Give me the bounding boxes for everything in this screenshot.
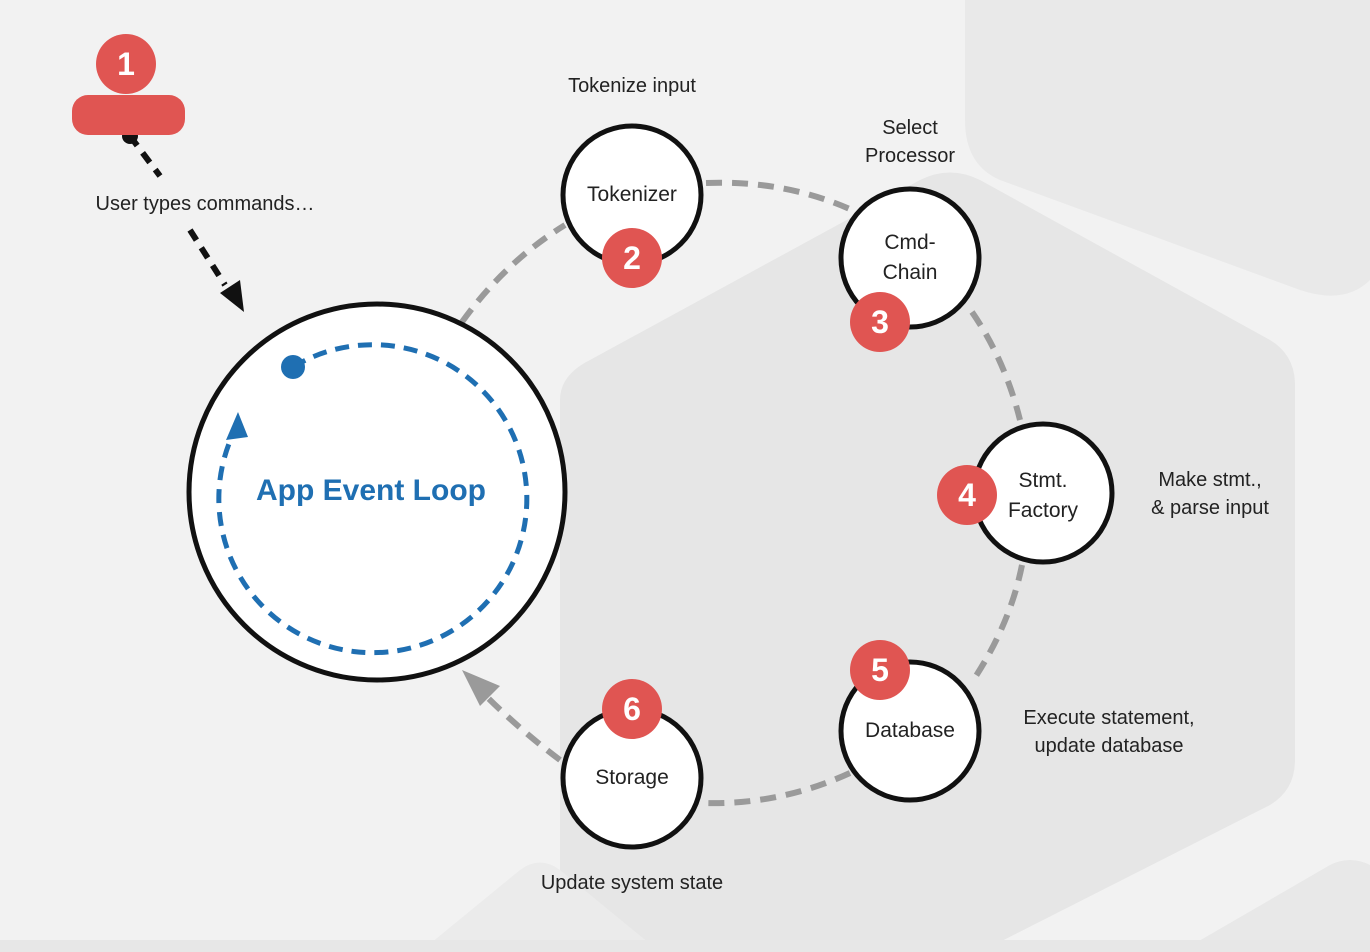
event-loop-arrowhead xyxy=(226,412,248,440)
event-loop-title: App Event Loop xyxy=(256,474,486,507)
tokenizer-caption-line: Tokenize input xyxy=(568,75,696,97)
process-connectors xyxy=(459,179,1025,807)
tokenizer-label-line: Tokenizer xyxy=(587,183,677,206)
database-caption-line-1: Execute statement, xyxy=(1023,707,1195,729)
arrowhead-storage-to-loop xyxy=(462,670,500,706)
storage-label: Storage xyxy=(563,748,701,808)
user-icon xyxy=(72,95,185,135)
event-loop-start-dot xyxy=(281,355,305,379)
step-5-badge: 5 xyxy=(850,640,910,700)
user-input-arrow xyxy=(122,128,244,312)
step-6-badge: 6 xyxy=(602,679,662,739)
cmd-chain-caption-line-2: Processor xyxy=(864,145,956,167)
connector-factory-to-database xyxy=(969,564,1025,684)
stmt-factory-caption: Make stmt., & parse input xyxy=(1130,466,1290,522)
connector-tokenizer-to-cmdchain xyxy=(705,179,854,213)
cmd-chain-caption: Select Processor xyxy=(830,114,990,170)
stmt-factory-label: Stmt. Factory xyxy=(974,466,1112,526)
step-4-badge: 4 xyxy=(937,465,997,525)
storage-caption-line: Update system state xyxy=(540,872,724,894)
tokenizer-caption: Tokenize input xyxy=(532,72,732,100)
connector-storage-to-loop xyxy=(482,692,562,763)
step-3-badge: 3 xyxy=(850,292,910,352)
database-label-line: Database xyxy=(865,719,955,742)
database-caption: Execute statement, update database xyxy=(998,704,1220,760)
connector-database-to-storage xyxy=(704,770,852,807)
cmd-chain-caption-line-1: Select xyxy=(882,117,938,139)
database-caption-line-2: update database xyxy=(1034,735,1184,757)
tokenizer-label: Tokenizer xyxy=(563,165,701,225)
stmt-factory-label-line-2: Factory xyxy=(1007,499,1078,522)
connector-loop-to-tokenizer xyxy=(459,222,567,324)
user-caption: User types commands… xyxy=(95,193,315,215)
storage-label-line: Storage xyxy=(595,766,669,789)
cmd-chain-label-line-1: Cmd- xyxy=(884,231,936,254)
step-2-badge: 2 xyxy=(602,228,662,288)
cmd-chain-label-line-2: Chain xyxy=(882,261,938,284)
cmd-chain-label: Cmd- Chain xyxy=(841,228,979,288)
stmt-factory-label-line-1: Stmt. xyxy=(1018,469,1068,492)
event-loop-dashed-path xyxy=(216,342,530,656)
step-1-badge: 1 xyxy=(96,34,156,94)
database-label: Database xyxy=(841,701,979,761)
event-loop-circle xyxy=(186,301,568,683)
storage-caption: Update system state xyxy=(502,869,762,897)
connector-cmdchain-to-factory xyxy=(969,310,1023,421)
stmt-factory-caption-line-2: & parse input xyxy=(1151,497,1269,519)
stmt-factory-caption-line-1: Make stmt., xyxy=(1158,469,1262,491)
